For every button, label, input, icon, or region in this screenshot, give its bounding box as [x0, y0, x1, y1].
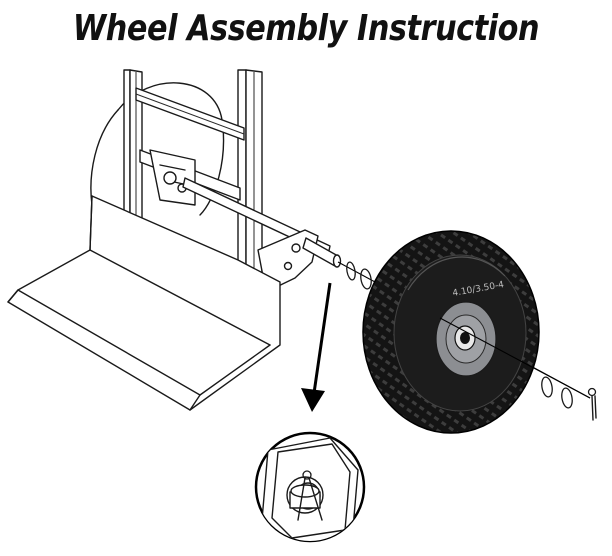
detail-callout	[254, 431, 366, 543]
washer-1	[346, 261, 356, 281]
left-rail	[123, 69, 131, 216]
page-title: Wheel Assembly Instruction	[72, 8, 540, 49]
washer-4	[561, 387, 573, 409]
right-rail	[237, 69, 247, 279]
wheel: 4.10/3.50-4	[362, 230, 540, 434]
washer-3	[541, 376, 553, 398]
cotter-pin	[587, 387, 597, 421]
arrow-to-detail	[301, 282, 332, 412]
washer-2	[360, 268, 372, 290]
hand-truck-frame	[7, 69, 342, 411]
